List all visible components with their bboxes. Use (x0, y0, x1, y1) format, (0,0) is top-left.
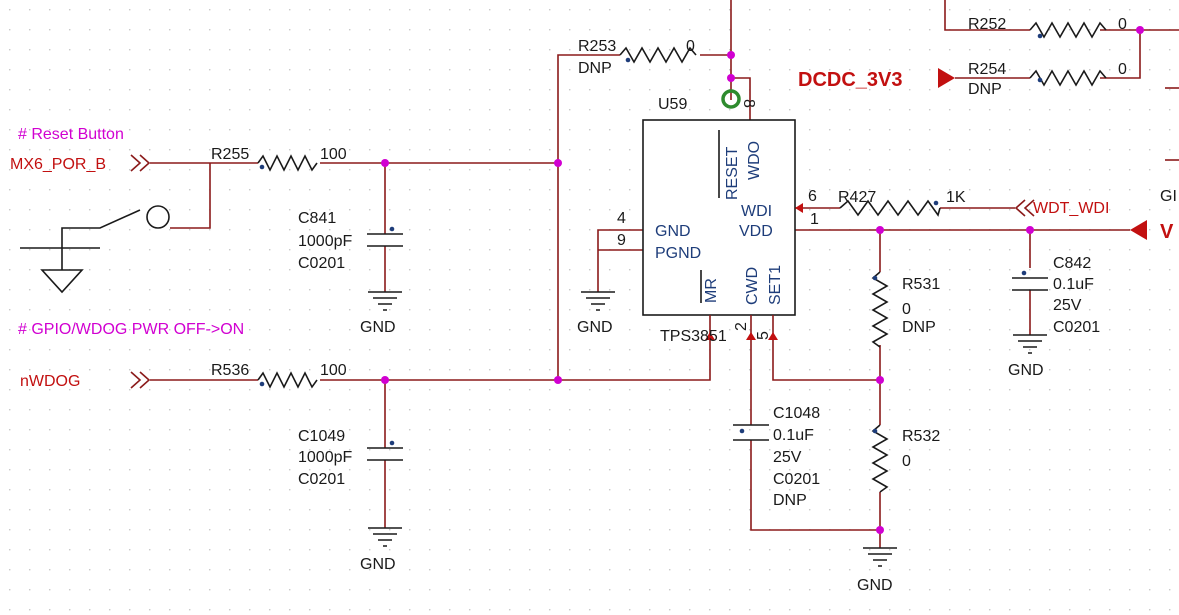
resistor-r536 (257, 371, 318, 389)
chassis-ground-symbol (20, 247, 100, 294)
u59-pin-wdo: WDO (746, 141, 763, 180)
power-flag-v[interactable] (1130, 220, 1147, 240)
resistor-r254 (1029, 69, 1107, 87)
net-label-v[interactable]: V (1160, 221, 1174, 243)
port-nwdog[interactable] (130, 371, 151, 389)
r427-value: 1K (946, 189, 966, 206)
schematic-labels: # Reset Button # GPIO/WDOG PWR OFF->ON M… (10, 16, 1177, 594)
r532-value: 0 (902, 453, 911, 470)
r253-dnp: DNP (578, 60, 612, 77)
port-mx6-por-b[interactable] (130, 154, 151, 172)
c1048-dnp: DNP (773, 492, 807, 509)
c841-package: C0201 (298, 255, 345, 272)
r255-refdes: R255 (211, 146, 249, 163)
u59-pin-wdi: WDI (741, 203, 772, 220)
r254-dnp: DNP (968, 81, 1002, 98)
c1048-package: C0201 (773, 471, 820, 488)
c1049-package: C0201 (298, 471, 345, 488)
gnd-label-c842: GND (1008, 362, 1044, 379)
power-flag-dcdc-3v3[interactable] (938, 68, 955, 88)
r254-value: 0 (1118, 61, 1127, 78)
resistor-r532 (871, 424, 889, 493)
capacitor-c1049 (367, 440, 403, 461)
resistor-r255 (257, 154, 318, 172)
resistor-r253 (619, 46, 697, 64)
gnd-label-c1049: GND (360, 556, 396, 573)
gnd-label-u59: GND (577, 319, 613, 336)
r254-refdes: R254 (968, 61, 1006, 78)
net-label-wdt-wdi[interactable]: WDT_WDI (1033, 200, 1109, 217)
c842-value: 0.1uF (1053, 276, 1094, 293)
c842-refdes: C842 (1053, 255, 1091, 272)
u59-pin-reset: RESET (724, 146, 741, 200)
r252-value: 0 (1118, 16, 1127, 33)
gnd-symbol-r532 (863, 547, 897, 567)
u59-pin-num-9: 9 (617, 232, 626, 249)
r252-refdes: R252 (968, 16, 1006, 33)
u59-pin-gnd: GND (655, 223, 691, 240)
resistor-r427 (839, 199, 941, 217)
r532-refdes: R532 (902, 428, 940, 445)
gnd-symbol-c1049 (368, 527, 402, 547)
c842-voltage: 25V (1053, 297, 1082, 314)
u59-pin-pgnd: PGND (655, 245, 701, 262)
gnd-label-c841: GND (360, 319, 396, 336)
gnd-label-r532: GND (857, 577, 893, 594)
u59-pin-num-1: 1 (810, 211, 819, 228)
gnd-symbol-c842 (1013, 334, 1047, 354)
no-connect-pin8-marker (721, 89, 741, 109)
r536-refdes: R536 (211, 362, 249, 379)
u59-pin-num-2: 2 (733, 322, 750, 331)
c1048-voltage: 25V (773, 449, 802, 466)
comment-gpio-wdog: # GPIO/WDOG PWR OFF->ON (18, 321, 244, 338)
c841-value: 1000pF (298, 233, 352, 250)
r255-value: 100 (320, 146, 347, 163)
junction-dots (381, 26, 1144, 534)
r536-value: 100 (320, 362, 347, 379)
capacitor-c842 (1012, 270, 1048, 291)
u59-pin-num-4: 4 (617, 210, 626, 227)
u59-part-number: TPS3851 (660, 328, 727, 345)
c1048-value: 0.1uF (773, 427, 814, 444)
net-label-gi: GI (1160, 188, 1177, 205)
u59-pin-vdd: VDD (739, 223, 773, 240)
net-label-nwdog[interactable]: nWDOG (20, 373, 80, 390)
c1048-refdes: C1048 (773, 405, 820, 422)
resistor-r252 (1029, 21, 1107, 39)
u59-pin-8-number: 8 (740, 99, 757, 108)
u59-pin-num-6: 6 (808, 188, 817, 205)
r531-value: 0 (902, 301, 911, 318)
c1049-value: 1000pF (298, 449, 352, 466)
net-label-mx6-por-b[interactable]: MX6_POR_B (10, 156, 106, 173)
r531-refdes: R531 (902, 276, 940, 293)
reset-button-switch (61, 205, 170, 248)
r253-value: 0 (686, 38, 695, 55)
r253-refdes: R253 (578, 38, 616, 55)
u59-pin-set1: SET1 (767, 265, 784, 305)
u59-pin-cwd: CWD (744, 267, 761, 305)
resistor-r531 (871, 271, 889, 348)
c841-refdes: C841 (298, 210, 336, 227)
capacitor-c1048 (733, 424, 769, 441)
u59-pin-mr: MR (703, 278, 720, 303)
port-wdt-wdi[interactable] (1014, 199, 1035, 217)
gnd-symbol-c841 (368, 291, 402, 311)
pin-arrows (705, 203, 803, 340)
u59-refdes: U59 (658, 96, 687, 113)
u59-pin-num-5: 5 (755, 331, 772, 340)
net-label-dcdc-3v3[interactable]: DCDC_3V3 (798, 69, 902, 91)
capacitor-c841 (367, 226, 403, 247)
wires (150, 0, 1179, 548)
c1049-refdes: C1049 (298, 428, 345, 445)
r531-dnp: DNP (902, 319, 936, 336)
comment-reset-button: # Reset Button (18, 126, 124, 143)
gnd-symbol-u59 (581, 291, 615, 311)
r427-refdes: R427 (838, 189, 876, 206)
c842-package: C0201 (1053, 319, 1100, 336)
